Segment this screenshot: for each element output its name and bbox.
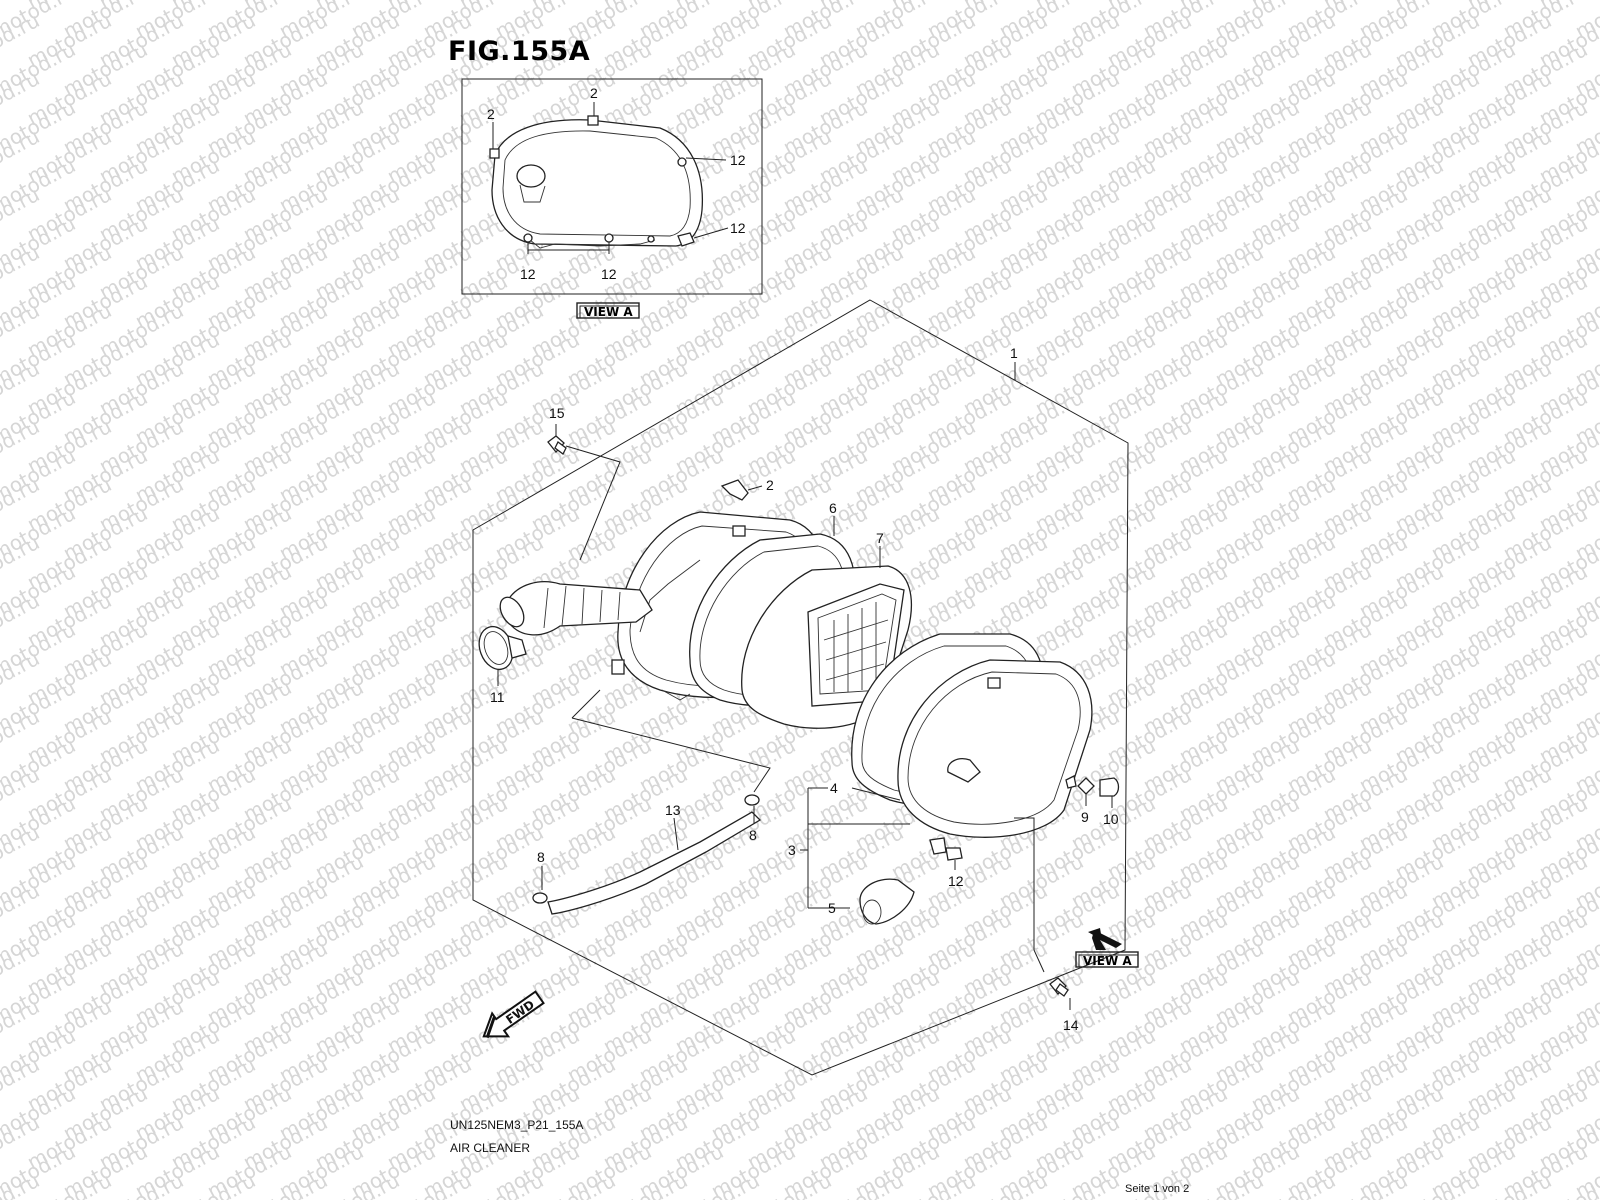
callout-10: 10 [1103, 811, 1119, 827]
figure-name: AIR CLEANER [450, 1141, 531, 1155]
callout-inset-left-2: 2 [487, 106, 495, 122]
callout-14: 14 [1063, 1017, 1079, 1033]
clip-top-inset [587, 115, 599, 126]
callout-inset-bottom-12-left: 12 [520, 266, 536, 282]
callout-13: 13 [665, 802, 681, 818]
callout-4: 4 [830, 780, 838, 796]
screw-hole-bl-inset [523, 233, 533, 243]
view-a-label-text: VIEW A [584, 305, 633, 319]
callout-2: 2 [766, 477, 774, 493]
callout-8-right: 8 [749, 827, 757, 843]
callout-6: 6 [829, 500, 837, 516]
figure-code: UN125NEM3_P21_155A [450, 1118, 584, 1132]
clip-left-inset [489, 148, 500, 159]
screw-hole-upper-inset [677, 157, 687, 167]
callout-15: 15 [549, 405, 565, 421]
callout-7: 7 [876, 530, 884, 546]
callout-8-left: 8 [537, 849, 545, 865]
inlet-port-inset [516, 164, 546, 188]
callout-9: 9 [1081, 809, 1089, 825]
callout-5: 5 [828, 900, 836, 916]
callout-inset-bottom-12-mid: 12 [601, 266, 617, 282]
view-a-arrow-label: VIEW A [1083, 954, 1132, 968]
callout-1: 1 [1010, 345, 1018, 361]
page-indicator: Seite 1 von 2 [1125, 1183, 1190, 1195]
callout-12: 12 [948, 873, 964, 889]
callout-inset-right-12-lower: 12 [730, 220, 746, 236]
view-a-label-inset: VIEW A [576, 302, 640, 319]
callout-11: 11 [490, 689, 505, 705]
screw-hole-bm-inset [604, 233, 614, 243]
callout-inset-top-2: 2 [590, 85, 598, 101]
figure-title: FIG.155A [448, 36, 591, 67]
callout-inset-right-12-upper: 12 [730, 152, 746, 168]
screw-hole-br-inset [647, 235, 655, 243]
callout-3: 3 [788, 842, 796, 858]
